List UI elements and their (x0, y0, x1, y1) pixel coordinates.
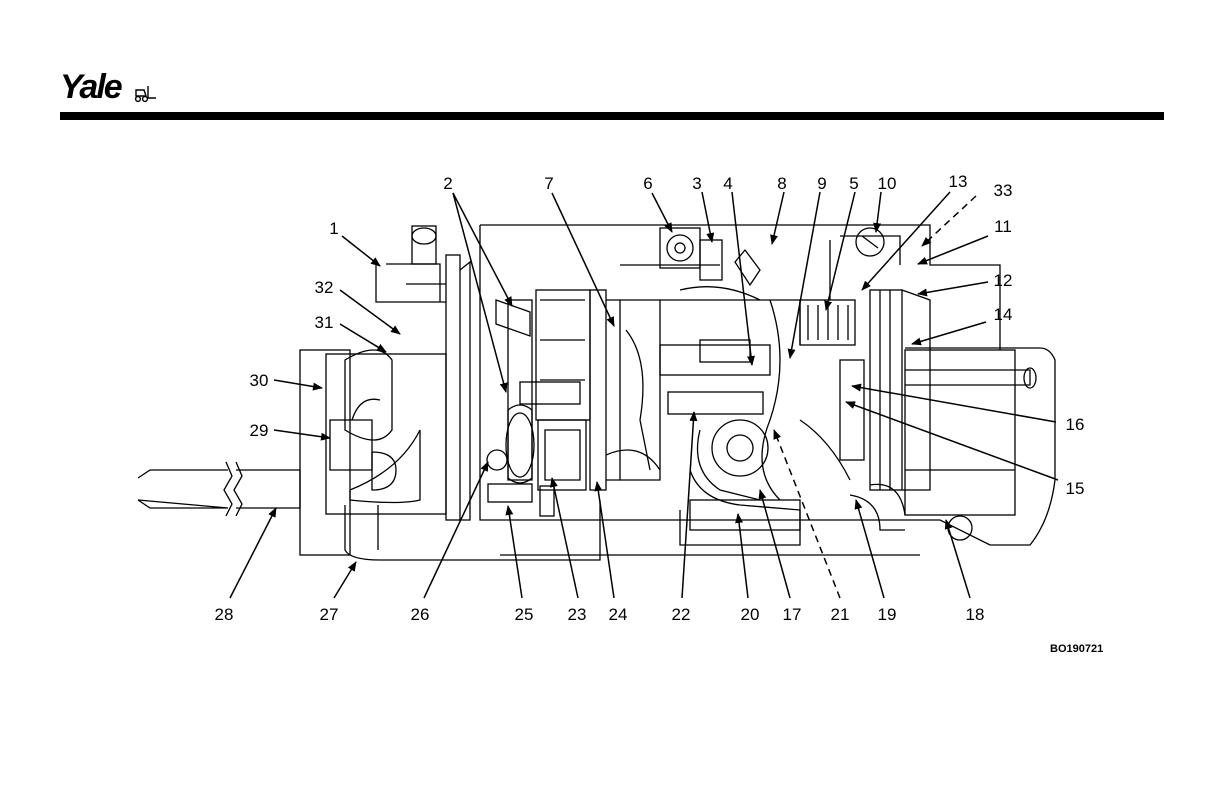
leader-21 (774, 430, 840, 598)
leader-32 (340, 290, 400, 334)
callout-2: 2 (443, 174, 452, 193)
leader-29 (274, 430, 330, 438)
leader-8 (772, 192, 784, 244)
callout-10: 10 (878, 174, 897, 193)
callout-18: 18 (966, 605, 985, 624)
callout-30: 30 (250, 371, 269, 390)
callout-23: 23 (568, 605, 587, 624)
leader-26 (424, 462, 488, 598)
leader-22 (682, 412, 694, 598)
callout-11: 11 (994, 217, 1012, 236)
callout-31: 31 (315, 313, 334, 332)
leader-20 (738, 514, 748, 598)
callout-29: 29 (250, 421, 269, 440)
callout-21: 21 (831, 605, 850, 624)
callout-17: 17 (783, 605, 802, 624)
leader-3 (702, 192, 712, 242)
callout-22: 22 (672, 605, 691, 624)
leader-10 (876, 192, 881, 232)
callout-25: 25 (515, 605, 534, 624)
leader-33 (922, 196, 976, 246)
leader-15 (846, 402, 1058, 480)
callout-1: 1 (329, 219, 338, 238)
callout-4: 4 (723, 174, 732, 193)
leader-lines (230, 192, 1058, 598)
leader-23 (552, 478, 578, 598)
leader-27 (334, 562, 356, 598)
leader-12 (918, 282, 988, 294)
callout-26: 26 (411, 605, 430, 624)
leader-4 (732, 192, 752, 365)
callout-33: 33 (994, 181, 1013, 200)
callout-15: 15 (1066, 479, 1085, 498)
callout-19: 19 (878, 605, 897, 624)
leader-9 (790, 192, 820, 358)
callout-6: 6 (643, 174, 652, 193)
callout-8: 8 (777, 174, 786, 193)
leader-18 (946, 520, 970, 598)
callout-16: 16 (1066, 415, 1085, 434)
leader-30 (274, 380, 322, 388)
figure-id: BO190721 (1050, 643, 1103, 655)
callout-32: 32 (315, 278, 334, 297)
leader-6 (652, 193, 672, 232)
callout-28: 28 (215, 605, 234, 624)
leader-14 (912, 322, 986, 344)
leader-19 (856, 500, 884, 598)
callout-20: 20 (741, 605, 760, 624)
leader-16 (852, 386, 1056, 422)
callout-7: 7 (544, 174, 553, 193)
leader-2a (453, 193, 512, 306)
leader-7 (552, 193, 614, 326)
callout-9: 9 (817, 174, 826, 193)
leader-13 (862, 192, 950, 290)
callout-12: 12 (994, 271, 1013, 290)
leader-17 (760, 490, 790, 598)
callout-13: 13 (949, 172, 968, 191)
callout-24: 24 (609, 605, 628, 624)
leader-28 (230, 508, 276, 598)
callout-14: 14 (994, 305, 1013, 324)
leader-1 (342, 236, 380, 266)
callout-3: 3 (692, 174, 701, 193)
callout-27: 27 (320, 605, 339, 624)
leader-31 (340, 324, 386, 352)
callout-5: 5 (849, 174, 858, 193)
